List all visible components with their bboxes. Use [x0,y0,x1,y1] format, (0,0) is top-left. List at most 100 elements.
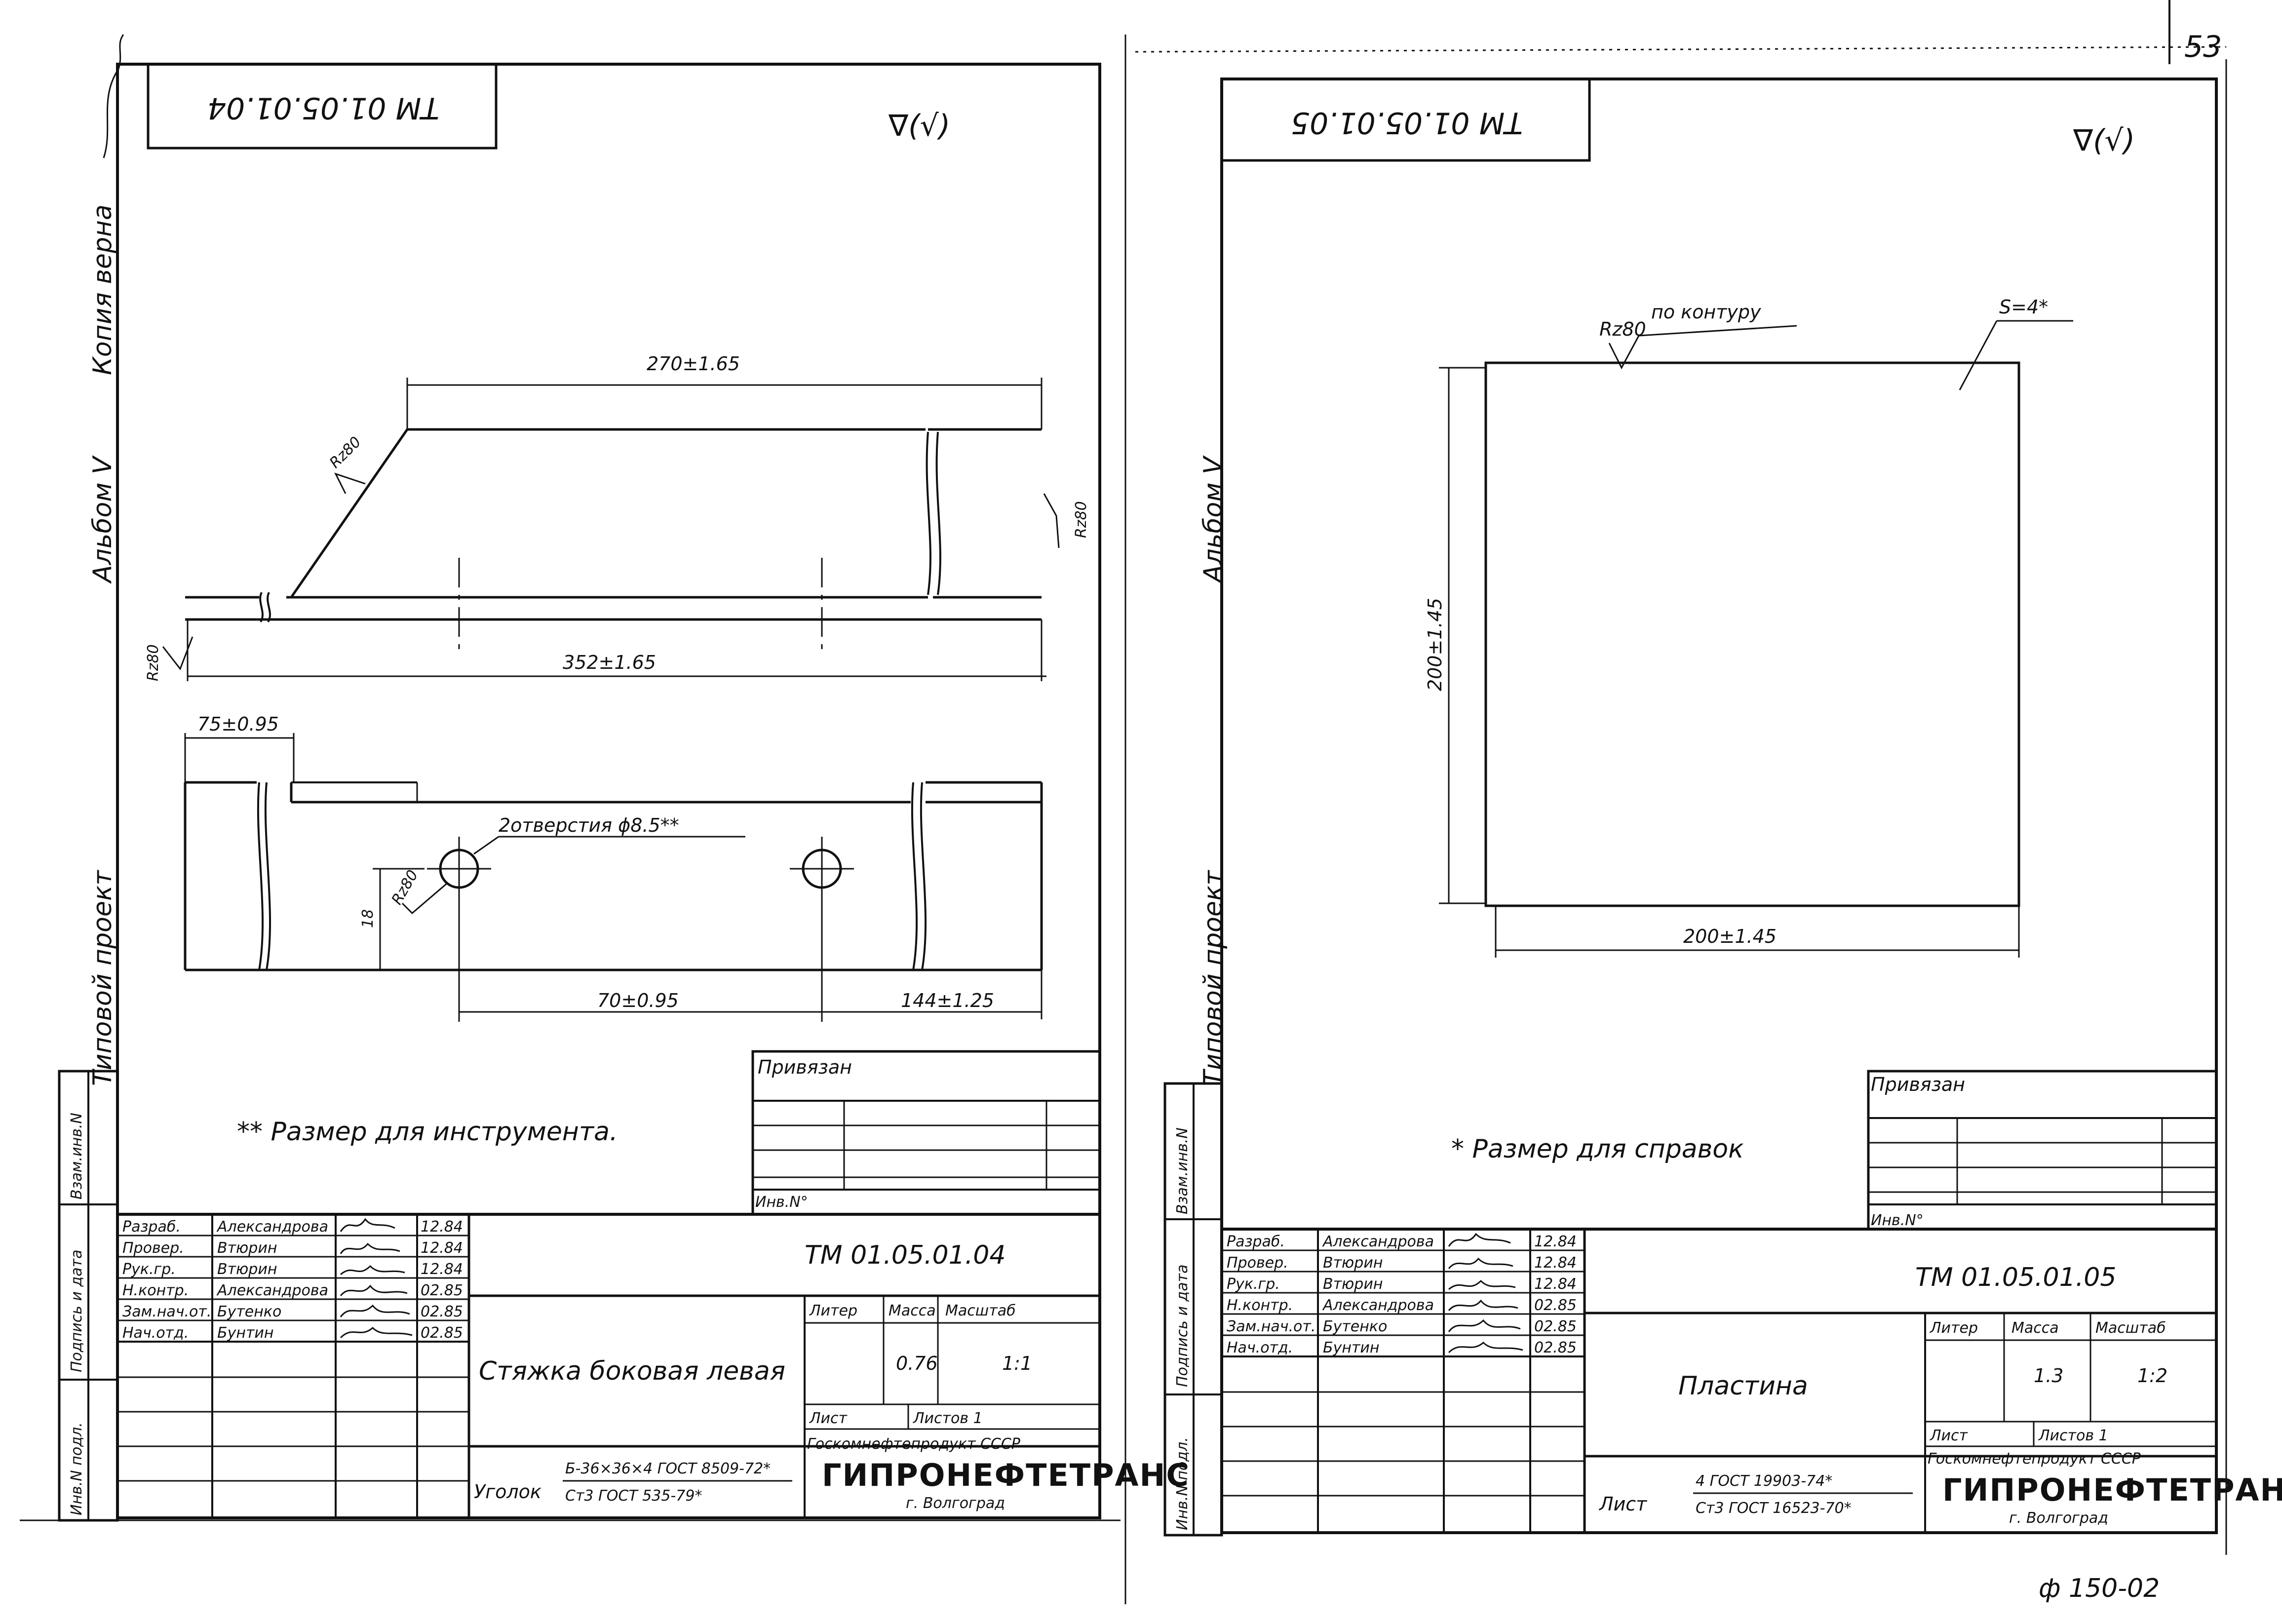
right-tb-title: Пластина [1678,1371,1808,1401]
right-sheet: ТМ 01.05.01.05 ∇(√) Альбом V Типовой про… [1135,46,2282,1555]
right-margin-project: Типовой проект [1199,870,1228,1086]
right-tb-date-1: 12.84 [1534,1233,1577,1250]
left-tb-date-1: 12.84 [421,1218,463,1236]
right-tb-date-4: 02.85 [1534,1297,1577,1314]
right-privyazan-label: Привязан [1871,1074,1965,1095]
left-privyazan-table: Привязан Инв.N° [751,1050,1101,1216]
right-tb-mass: 1.3 [2034,1365,2063,1387]
right-side-stamp: Инв.N подл. Подпись и дата Взам.инв.N [1163,1082,1223,1537]
right-side-stamp-label-1: Инв.N подл. [1174,1437,1191,1530]
left-dim-bottom: 352±1.65 [563,652,656,673]
right-tb-org-city: г. Волгоград [2009,1509,2108,1527]
right-tb-date-5: 02.85 [1534,1318,1577,1335]
right-tb-role-2: Провер. [1227,1254,1288,1272]
left-tb-mat-bottom: Ст3 ГОСТ 535-79* [565,1487,702,1505]
left-rz-b: Rz80 [1073,501,1090,538]
right-tb-name-2: Втюрин [1323,1254,1383,1272]
left-tb-date-6: 02.85 [421,1324,463,1342]
left-title-block: Разраб. Александрова 12.84 Провер. Втюри… [116,1213,1190,1519]
left-upper-view: 352±1.65 270±1.65 Rz80 Rz80 Rz80 [145,353,1090,681]
right-tb-name-4: Александрова [1322,1297,1434,1314]
left-tb-h-mass: Масса [889,1302,936,1319]
right-tb-mat-top: 4 ГОСТ 19903-74* [1696,1472,1832,1490]
right-rz: Rz80 [1599,318,1646,340]
left-tb-scale: 1:1 [1002,1353,1032,1374]
page-number: 53 [2168,0,2222,64]
right-plate-view: 200±1.45 200±1.45 Rz80 по контуру S=4* [1424,296,2073,958]
right-contour: по контуру [1651,301,1761,323]
left-margin-copy-verified: Копия верна [88,204,117,375]
left-lower-view: 75±0.95 2отверстия ϕ8.5** 70±0.95 144±1.… [184,713,1043,1022]
right-tb-org-top: Госкомнефтепродукт СССР [1928,1450,2141,1468]
left-signatures [340,1218,413,1339]
right-tb-date-3: 12.84 [1534,1276,1577,1293]
left-corner-code: ТМ 01.05.01.04 [207,90,439,125]
right-roughness-symbol: ∇(√) [2073,123,2135,158]
left-dim-height: 18 [359,909,377,928]
right-corner-code: ТМ 01.05.01.05 [1291,105,1523,140]
left-inv-no: Инв.N° [755,1194,808,1211]
right-privyazan-table: Привязан Инв.N° [1867,1070,2218,1231]
right-tb-sheets: Листов 1 [2038,1427,2108,1444]
left-tb-mat-prefix: Уголок [474,1481,541,1503]
right-tb-mat-prefix: Лист [1598,1493,1648,1515]
left-side-stamp-label-2: Подпись и дата [68,1250,85,1373]
left-tb-role-4: Н.контр. [122,1282,189,1299]
left-tb-sheet: Лист [809,1410,848,1427]
right-tb-doc-code: ТМ 01.05.01.05 [1915,1263,2116,1292]
left-dim-end: 144±1.25 [901,990,994,1011]
right-title-block: Разраб. Александрова 12.84 Провер. Втюри… [1220,1228,2282,1534]
left-sheet: ТМ 01.05.01.04 ∇(√) Альбом V Копия верна… [20,34,1190,1604]
right-signatures [1448,1233,1523,1353]
right-tb-name-6: Бунтин [1323,1339,1380,1356]
left-tb-h-liter: Литер [809,1302,857,1319]
left-tb-name-1: Александрова [216,1218,328,1236]
left-tb-org-city: г. Волгоград [906,1495,1005,1512]
right-tb-h-scale: Масштаб [2095,1319,2166,1337]
left-tb-title: Стяжка боковая левая [479,1356,785,1386]
left-margin-album: Альбом V [88,455,117,584]
left-tb-date-4: 02.85 [421,1282,463,1299]
left-tb-role-1: Разраб. [122,1218,181,1236]
right-plate [1484,361,2020,907]
left-tb-role-6: Нач.отд. [122,1324,189,1342]
left-roughness-symbol: ∇(√) [888,109,950,143]
left-tb-mass: 0.76 [896,1353,938,1374]
left-side-stamp-label-3: Взам.инв.N [68,1113,85,1199]
right-side-stamp-label-3: Взам.инв.N [1174,1127,1191,1214]
left-tb-name-3: Втюрин [217,1261,277,1278]
right-tb-sheet: Лист [1930,1427,1969,1444]
right-tb-mat-bottom: Ст3 ГОСТ 16523-70* [1696,1500,1852,1517]
right-tb-role-5: Зам.нач.от. [1227,1318,1315,1335]
right-tb-scale: 1:2 [2137,1365,2167,1387]
left-tb-role-3: Рук.гр. [122,1261,176,1278]
footer-stamp: ф 150-02 [2039,1574,2160,1603]
left-tb-org-name: ГИПРОНЕФТЕТРАНС [822,1457,1190,1493]
right-tb-role-3: Рук.гр. [1227,1276,1280,1293]
right-tb-role-4: Н.контр. [1227,1297,1293,1314]
left-rz-d: Rz80 [388,867,422,908]
left-tb-date-2: 12.84 [421,1239,463,1257]
right-tb-org-name: ГИПРОНЕФТЕТРАНС [1942,1472,2282,1508]
left-tb-date-5: 02.85 [421,1303,463,1320]
left-side-stamp: Инв.N подл. Подпись и дата Взам.инв.N [58,1070,119,1522]
left-tb-name-2: Втюрин [217,1239,277,1257]
right-tb-h-liter: Литер [1930,1319,1978,1337]
left-tb-role-5: Зам.нач.от. [122,1303,211,1320]
left-privyazan-label: Привязан [758,1056,852,1078]
left-tb-h-scale: Масштаб [945,1302,1016,1319]
right-tb-date-2: 12.84 [1534,1254,1577,1272]
left-tb-doc-code: ТМ 01.05.01.04 [805,1240,1006,1270]
left-tb-name-5: Бутенко [217,1303,281,1320]
right-tb-role-1: Разраб. [1227,1233,1285,1250]
right-tb-date-6: 02.85 [1534,1339,1577,1356]
left-tb-name-4: Александрова [216,1282,328,1299]
right-tb-role-6: Нач.отд. [1227,1339,1293,1356]
left-dim-top: 270±1.65 [647,353,740,375]
right-note: * Размер для справок [1451,1134,1744,1164]
right-thickness: S=4* [1999,296,2048,318]
left-tb-sheets: Листов 1 [913,1410,983,1427]
right-inv-no: Инв.N° [1871,1212,1924,1229]
left-tb-date-3: 12.84 [421,1261,463,1278]
